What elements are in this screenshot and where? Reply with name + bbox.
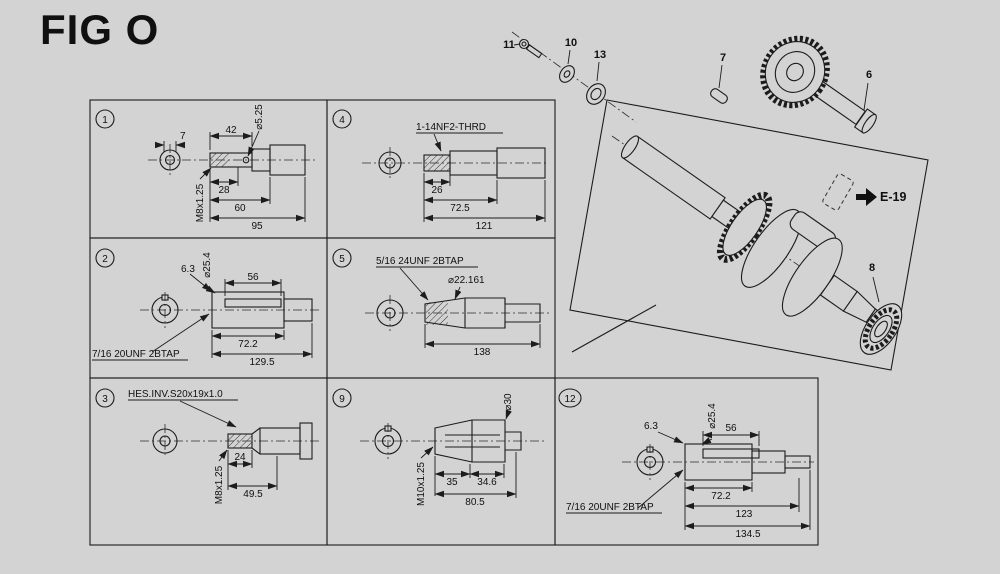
reference-label: E-19 xyxy=(880,190,906,204)
p1-dim-28-label: 28 xyxy=(218,185,230,196)
p5-end-view xyxy=(376,295,404,331)
p3-end-view xyxy=(152,424,178,458)
reference-arrow-icon xyxy=(856,188,877,206)
panel-3: 3 HES.INV.S20x19x1.0 24 49 xyxy=(89,377,328,546)
p2-tap-label: 7/16 20UNF 2BTAP xyxy=(92,349,180,360)
p1-dim-42-label: 42 xyxy=(225,125,237,136)
p5-dim-138-label: 138 xyxy=(474,347,491,358)
crankshaft-illustration: E-19 11 10 13 7 6 8 xyxy=(503,31,929,371)
p4-shaft-drawing xyxy=(423,147,546,179)
panel-1-number: 1 xyxy=(102,115,108,126)
p9-dim-35-label: 35 xyxy=(446,477,458,488)
p9-dim-80-5-label: 80.5 xyxy=(465,497,485,508)
p4-dim-121-label: 121 xyxy=(476,221,493,232)
panel-12: 12 6.3 ⌀25.4 56 xyxy=(554,377,819,546)
panel-9: 9 ⌀30 M10x1.25 35 xyxy=(326,377,556,546)
ball-bearing xyxy=(859,303,903,355)
woodruff-key xyxy=(710,88,728,104)
callout-10: 10 xyxy=(565,37,577,49)
panel-12-number: 12 xyxy=(564,394,576,405)
bolt xyxy=(518,38,543,59)
p12-end-view xyxy=(636,444,664,480)
p1-end-view xyxy=(159,144,181,176)
p5-shaft-drawing xyxy=(424,297,541,329)
figure-title: FIG O xyxy=(40,6,160,53)
p2-chamfer-label: 6.3 xyxy=(181,264,195,275)
illustration-border xyxy=(569,99,929,371)
panel-2: 2 6.3 ⌀25.4 56 72.2 xyxy=(89,237,328,379)
p9-dia-label: ⌀30 xyxy=(503,393,514,411)
washer xyxy=(559,65,575,83)
callouts: 11 10 13 7 6 8 xyxy=(503,37,880,303)
p4-dim-26-label: 26 xyxy=(431,185,443,196)
panel-5: 5 5/16 24UNF 2BTAP ⌀22.161 138 xyxy=(326,237,556,379)
p12-dim-72-2-label: 72.2 xyxy=(711,491,731,502)
ring-washer xyxy=(586,83,606,105)
p9-dim-34-6-label: 34.6 xyxy=(477,477,497,488)
p12-tap-label: 7/16 20UNF 2BTAP xyxy=(566,502,654,513)
p2-dim-129-5-label: 129.5 xyxy=(249,357,274,368)
callout-11: 11 xyxy=(503,39,515,51)
p1-dim-95-label: 95 xyxy=(251,221,263,232)
p9-end-view xyxy=(374,423,402,459)
p1-shaft-drawing xyxy=(209,144,306,176)
p12-dia-label: ⌀25.4 xyxy=(707,403,718,429)
p2-dia-label: ⌀25.4 xyxy=(202,252,213,278)
panel-1: 1 7 ⌀5.25 42 xyxy=(89,99,328,239)
panel-3-number: 3 xyxy=(102,394,108,405)
p12-chamfer-label: 6.3 xyxy=(644,421,658,432)
callout-13: 13 xyxy=(594,49,606,61)
p2-key-len-label: 56 xyxy=(247,272,259,283)
panel-4: 4 1-14NF2-THRD 26 72.5 xyxy=(326,99,556,239)
web-leader-line xyxy=(571,304,657,353)
p4-end-view xyxy=(378,147,402,179)
p4-dim-72-5-label: 72.5 xyxy=(450,203,470,214)
p1-dim-60-label: 60 xyxy=(234,203,246,214)
p2-end-view xyxy=(151,292,179,328)
p3-shaft-drawing xyxy=(227,422,313,460)
p3-thread-label: M8x1.25 xyxy=(214,465,225,504)
p12-key-len-label: 56 xyxy=(725,423,737,434)
panel-5-number: 5 xyxy=(339,254,345,265)
callout-6: 6 xyxy=(866,69,872,81)
panel-2-number: 2 xyxy=(102,254,108,265)
p3-dim-49-5-label: 49.5 xyxy=(243,489,263,500)
p3-dim-24-label: 24 xyxy=(234,452,246,463)
crank-web-1 xyxy=(741,208,802,288)
p2-shaft-drawing xyxy=(211,291,313,329)
p2-dim-72-2-label: 72.2 xyxy=(238,339,258,350)
balancer-gear xyxy=(760,35,877,134)
p1-dia-hole-label: ⌀5.25 xyxy=(254,104,265,130)
p5-label: 5/16 24UNF 2BTAP xyxy=(376,256,464,267)
p12-dim-123-label: 123 xyxy=(736,509,753,520)
p3-label: HES.INV.S20x19x1.0 xyxy=(128,389,223,400)
p9-shaft-drawing xyxy=(434,419,522,463)
p1-thread-label: M8x1.25 xyxy=(195,183,206,222)
panel-4-number: 4 xyxy=(339,115,345,126)
reference-e19: E-19 xyxy=(822,173,906,211)
callout-7: 7 xyxy=(720,52,726,64)
p12-dim-134-5-label: 134.5 xyxy=(735,529,760,540)
panel-9-number: 9 xyxy=(339,394,345,405)
p5-dia-label: ⌀22.161 xyxy=(448,275,485,286)
p9-thread-label: M10x1.25 xyxy=(416,462,427,506)
p4-thread-label: 1-14NF2-THRD xyxy=(416,122,486,133)
callout-8: 8 xyxy=(869,262,875,274)
p12-shaft-drawing xyxy=(684,443,811,481)
p1-dim-stub-label: 7 xyxy=(180,131,186,142)
